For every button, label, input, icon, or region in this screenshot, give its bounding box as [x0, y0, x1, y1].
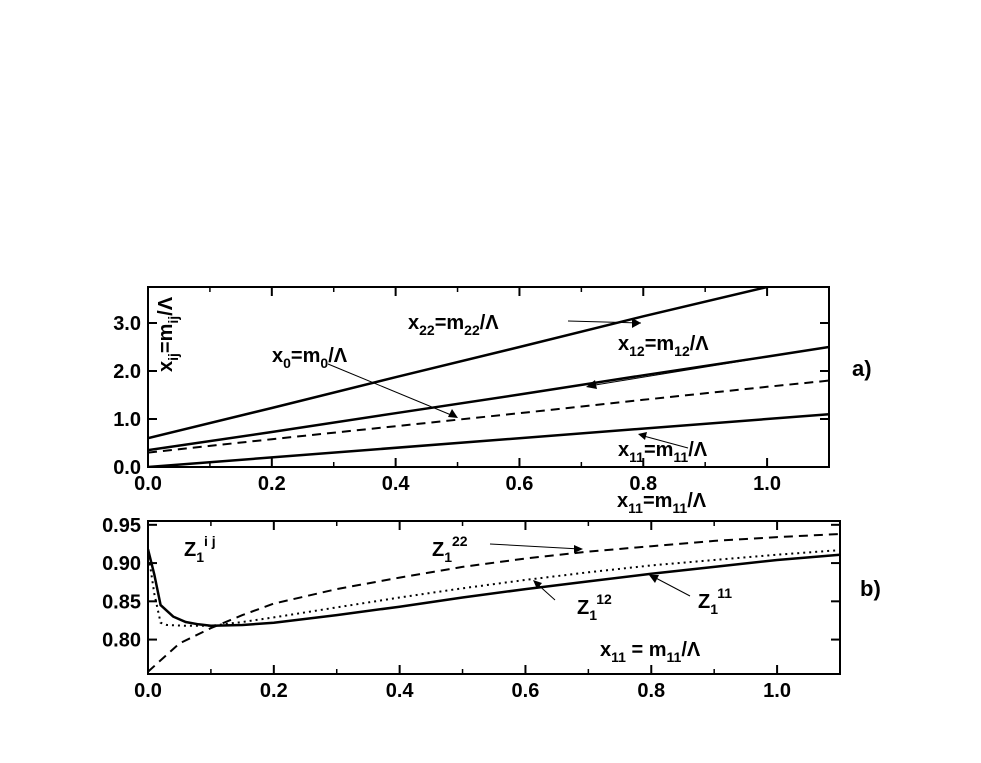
panel-b-xlabel: x11 = m11/Λ	[600, 639, 701, 665]
annot-x11-label: x11=m11/Λ	[618, 439, 708, 465]
a-xtick-label: 1.0	[753, 473, 781, 495]
annot-x12-pointer	[588, 355, 774, 387]
a-ytick-label: 1.0	[113, 409, 141, 431]
b-xtick-label: 0.0	[134, 680, 162, 702]
a-xtick-label: 0.8	[629, 473, 657, 495]
a-ytick-label: 3.0	[113, 313, 141, 335]
b-xtick-label: 0.4	[386, 680, 415, 702]
annot-z11-label: Z111	[698, 585, 732, 617]
a-xtick-label: 0.6	[506, 473, 534, 495]
panel-a-ticks	[147, 287, 829, 468]
annot-x12-arrowhead	[586, 380, 597, 389]
panel-a-ylabel: xij=mij/Λ	[155, 296, 181, 372]
panel-b-label: b)	[860, 576, 881, 601]
series-x22	[148, 287, 768, 440]
annot-x0-label: x0=m0/Λ	[272, 345, 348, 371]
series-z1-11	[148, 548, 840, 628]
b-ytick-label: 0.95	[102, 515, 141, 537]
panel-b-frame	[147, 520, 841, 675]
b-ytick-label: 0.85	[102, 591, 141, 613]
annot-z12-label: Z112	[577, 591, 612, 623]
panel-b-inner-label: Z1i j	[184, 533, 216, 565]
panel-b-ticks	[147, 521, 840, 674]
b-xtick-label: 1.0	[763, 680, 791, 702]
b-ytick-label: 0.80	[102, 630, 141, 652]
annot-z11-arrowhead	[649, 575, 659, 583]
series-z1-22	[148, 533, 840, 673]
series-x11	[148, 412, 829, 467]
a-ytick-label: 0.0	[113, 457, 141, 479]
annot-x22-label: x22=m22/Λ	[408, 312, 499, 338]
panel-a: 0.0 0.2 0.4 0.6 0.8 1.0 0.0 1.0 2.0 3.0 a) xij=mi…	[113, 286, 872, 516]
panel-b-tick-labels: 0.0 0.2 0.4 0.6 0.8 1.0 0.80 0.85 0.90 0.95	[102, 515, 791, 702]
a-xtick-label: 0.2	[258, 473, 286, 495]
annot-x22-arrowhead	[632, 318, 641, 328]
b-xtick-label: 0.8	[637, 680, 665, 702]
annot-x0-arrowhead	[448, 409, 458, 418]
a-xtick-label: 0.0	[134, 473, 162, 495]
annot-x0-pointer	[327, 363, 457, 418]
annot-z22-arrowhead	[574, 545, 583, 553]
a-xtick-label: 0.4	[382, 473, 411, 495]
annot-z12-arrowhead	[533, 580, 542, 589]
b-xtick-label: 0.2	[260, 680, 288, 702]
b-ytick-label: 0.90	[102, 553, 141, 575]
annot-x22-pointer	[567, 320, 642, 324]
panel-b: 0.0 0.2 0.4 0.6 0.8 1.0 0.80 0.85 0.90 0.95 b) Z1…	[102, 515, 881, 702]
series-x12	[148, 345, 829, 452]
series-x0	[148, 379, 829, 454]
annot-z22-label: Z122	[432, 533, 468, 565]
b-xtick-label: 0.6	[512, 680, 540, 702]
panel-a-tick-labels: 0.0 0.2 0.4 0.6 0.8 1.0 0.0 1.0 2.0 3.0	[113, 313, 781, 495]
annot-z22-pointer	[489, 543, 581, 550]
panel-a-xlabel: x11=m11/Λ	[617, 490, 707, 516]
panel-b-series	[148, 533, 840, 673]
annot-x12-label: x12=m12/Λ	[618, 333, 709, 359]
a-ytick-label: 2.0	[113, 361, 141, 383]
annot-x11-pointer	[639, 434, 689, 449]
series-z1-12	[148, 549, 840, 627]
annot-z11-pointer	[651, 575, 691, 597]
annot-x11-arrowhead	[638, 432, 647, 440]
panel-a-label: a)	[852, 356, 872, 381]
panel-a-frame	[147, 286, 830, 468]
